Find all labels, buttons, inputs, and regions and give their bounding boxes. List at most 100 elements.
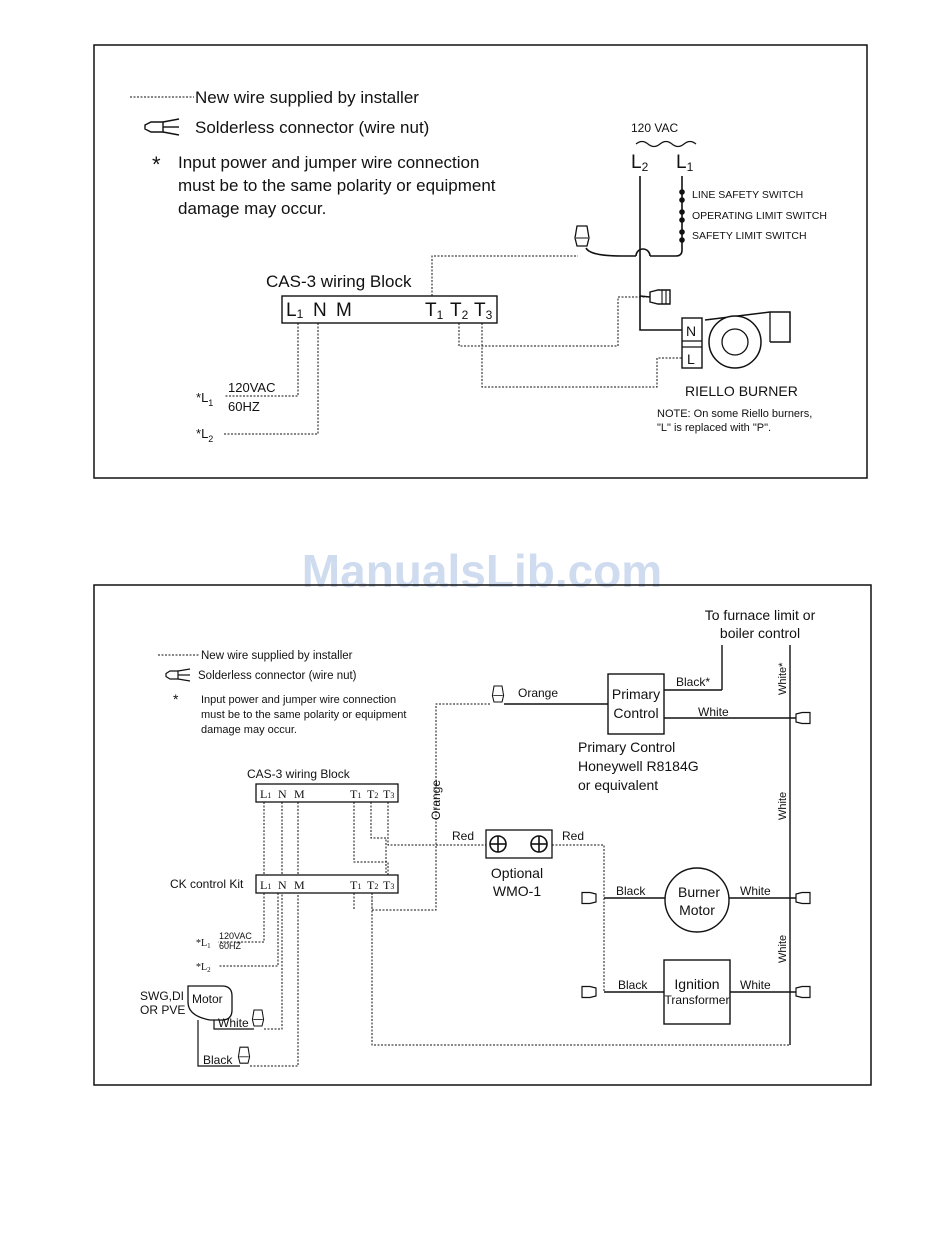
diagram-1: New wire supplied by installer Solderles… — [93, 44, 868, 479]
input-l1: *L1 — [196, 390, 213, 408]
note2-line-2: must be to the same polarity or equipmen… — [201, 709, 406, 721]
supply-vac: 120 VAC — [631, 121, 678, 135]
legend2-new-wire: New wire supplied by installer — [201, 650, 353, 662]
wire-white-star: White* — [777, 662, 789, 695]
connector-symbol — [144, 118, 180, 136]
wire-nut-ign-white — [795, 985, 811, 999]
wire-nut-motor-black — [581, 891, 597, 905]
wire-red-right: Red — [562, 829, 584, 843]
connector-symbol-2 — [165, 668, 191, 682]
input2-hz: 60HZ — [219, 941, 242, 951]
burner-l: L — [687, 351, 695, 367]
note2-line-1: Input power and jumper wire connection — [201, 694, 396, 706]
wire-black-ign: Black — [618, 978, 648, 992]
terminal-t2: T2 — [450, 300, 469, 322]
furnace-label-2: boiler control — [720, 625, 800, 641]
note-line-3: damage may occur. — [178, 199, 326, 218]
note-star: * — [152, 152, 161, 177]
cas3-2-block — [255, 783, 399, 803]
burner-label: RIELLO BURNER — [685, 383, 798, 399]
cas3-2-l1: L1 — [260, 787, 271, 801]
burner-motor-1: Burner — [678, 884, 720, 900]
input-60hz: 60HZ — [228, 399, 260, 414]
primary-desc-1: Primary Control — [578, 739, 675, 755]
wmo-label-2: WMO-1 — [493, 883, 541, 899]
jumper-wire — [431, 255, 578, 296]
input-120vac: 120VAC — [228, 380, 275, 395]
burner-note-1: NOTE: On some Riello burners, — [657, 408, 812, 420]
motor-side-2: OR PVE — [140, 1003, 185, 1017]
wire-orange-top: Orange — [518, 686, 558, 700]
ck-t1: T1 — [350, 878, 361, 892]
motor-symbol — [187, 985, 233, 1021]
motor-side-1: SWG,DI — [140, 989, 184, 1003]
input2-vac: 120VAC — [219, 931, 252, 941]
cas3-2-title: CAS-3 wiring Block — [247, 767, 351, 781]
wire-nut-motor-2 — [237, 1046, 251, 1064]
diagram-1-frame — [93, 44, 868, 479]
wire-red-left: Red — [452, 829, 474, 843]
legend-connector: Solderless connector (wire nut) — [195, 118, 429, 137]
terminal-t1: T1 — [425, 300, 444, 322]
wire-white-primary: White — [698, 705, 729, 719]
wire-nut-motor-white — [795, 891, 811, 905]
wire-black-motor: Black — [616, 884, 646, 898]
legend2-connector: Solderless connector (wire nut) — [198, 670, 357, 682]
burner-note-2: "L" is replaced with "P". — [657, 422, 771, 434]
switch-line-safety: LINE SAFETY SWITCH — [692, 189, 803, 201]
cas3-2-t1: T1 — [350, 787, 361, 801]
switch-safety-limit: SAFETY LIMIT SWITCH — [692, 230, 807, 242]
wire-nut-motor-1 — [251, 1009, 265, 1027]
wire-nut-orange — [491, 685, 505, 703]
input-l2: *L2 — [196, 426, 213, 444]
wmo-terminal-2 — [530, 835, 548, 853]
diagram-2: New wire supplied by installer Solderles… — [93, 584, 872, 1086]
wire-white-vertical-1: White — [777, 792, 789, 820]
terminal-t3: T3 — [474, 300, 493, 322]
ck-title: CK control Kit — [170, 877, 244, 891]
burner-motor-2: Motor — [679, 902, 715, 918]
ignition-2: Transformer — [665, 993, 730, 1007]
switch-operating-limit: OPERATING LIMIT SWITCH — [692, 210, 827, 222]
cas3-block — [281, 295, 498, 324]
primary-desc-2: Honeywell R8184G — [578, 758, 699, 774]
ck-l1: L1 — [260, 878, 271, 892]
wire-black-motor-small: Black — [203, 1053, 233, 1067]
legend-new-wire: New wire supplied by installer — [195, 88, 419, 107]
wire-white-vertical-2: White — [777, 935, 789, 963]
wire-orange-vertical: Orange — [429, 780, 443, 820]
input2-l2: *L2 — [196, 962, 211, 974]
watermark: ManualsLib.com — [302, 545, 662, 597]
cas3-2-t3: T3 — [383, 787, 394, 801]
wire-white-motor: White — [740, 884, 771, 898]
diagram-2-frame — [93, 584, 872, 1086]
cas3-block-title: CAS-3 wiring Block — [266, 272, 412, 291]
primary-desc-3: or equivalent — [578, 777, 658, 793]
ck-t3: T3 — [383, 878, 394, 892]
burner-n: N — [686, 323, 696, 339]
ck-t2: T2 — [367, 878, 378, 892]
ck-m: M — [294, 878, 305, 892]
note2-line-3: damage may occur. — [201, 724, 297, 736]
ck-n: N — [278, 878, 287, 892]
terminal-m: M — [336, 300, 352, 321]
note-line-1: Input power and jumper wire connection — [178, 153, 479, 172]
burner-blower-symbol — [704, 311, 791, 369]
furnace-label-1: To furnace limit or — [705, 607, 816, 623]
wire-white-ign: White — [740, 978, 771, 992]
terminal-l1: L1 — [286, 300, 304, 321]
wire-nut-2 — [649, 289, 671, 305]
cas3-2-n: N — [278, 787, 287, 801]
wire-nut-ign-black — [581, 985, 597, 999]
ck-block — [255, 874, 399, 894]
ignition-1: Ignition — [674, 976, 719, 992]
wire-nut-1 — [574, 225, 590, 247]
ignition-transformer-box — [663, 959, 731, 1025]
supply-l2: L2 — [631, 152, 649, 174]
primary-box-2: Control — [613, 705, 658, 721]
input2-l1: *L1 — [196, 938, 211, 950]
cas3-2-t2: T2 — [367, 787, 378, 801]
note2-star: * — [173, 691, 179, 707]
wmo-terminal-1 — [489, 835, 507, 853]
